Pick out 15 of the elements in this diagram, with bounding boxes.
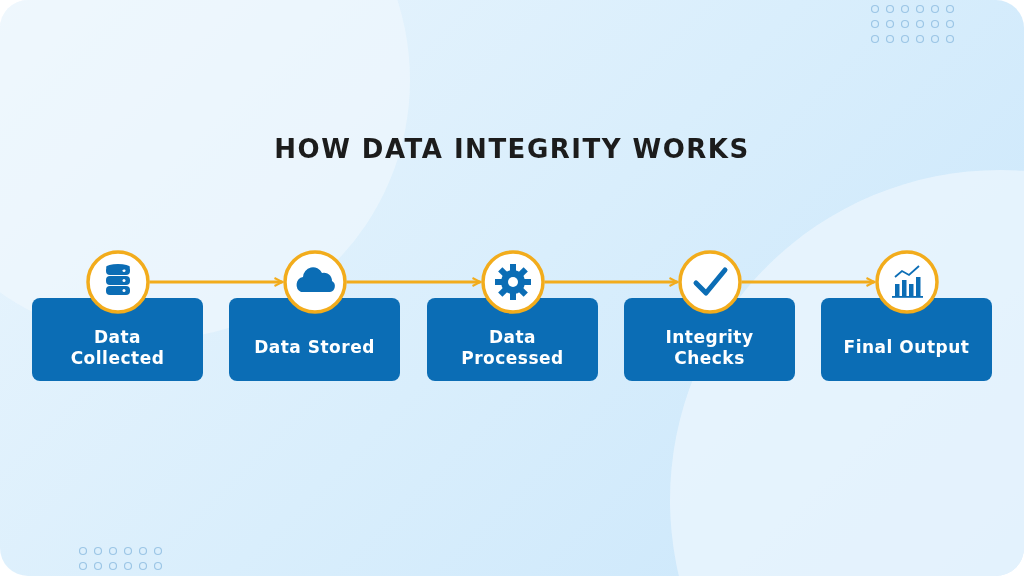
arrow [544,277,679,287]
step-label: Data Stored [254,337,375,358]
arrow [149,277,284,287]
arrow [741,277,876,287]
step-label: Integrity Checks [664,326,755,369]
arrow [346,277,482,287]
title: HOW DATA INTEGRITY WORKS [273,134,751,164]
step-label: Final Output [843,337,970,358]
process-box [821,298,992,381]
step-label: Data Collected [69,326,166,369]
process-box [32,298,203,381]
step-label: Data Processed [460,326,565,369]
process-box [624,298,795,381]
process-box [229,298,400,381]
process-box [427,298,598,381]
